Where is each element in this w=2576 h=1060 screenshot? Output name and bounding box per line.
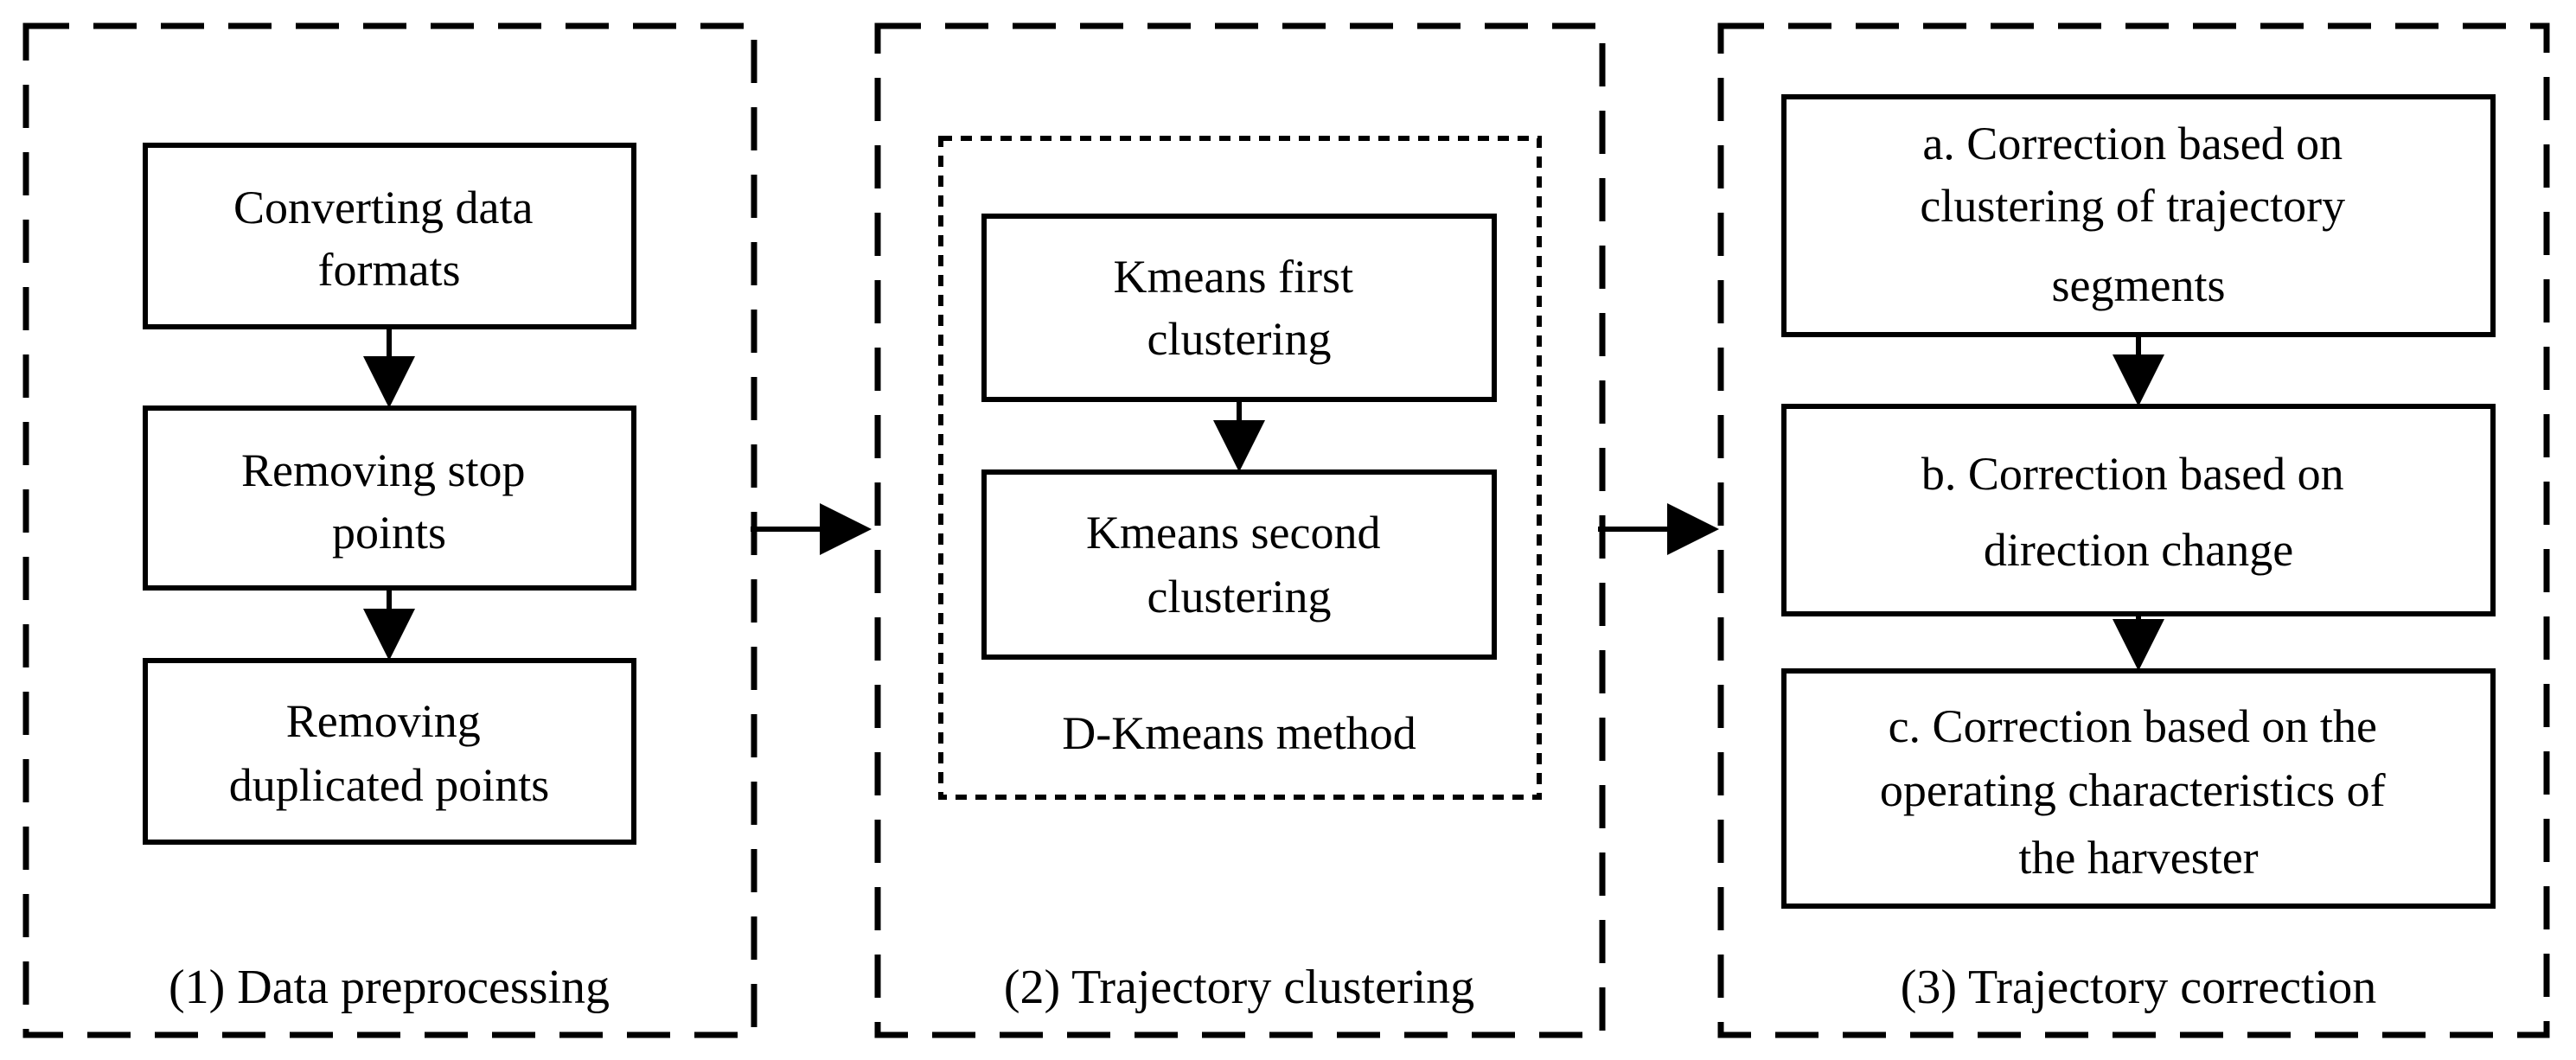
step-removing-duplicated-points: [143, 658, 636, 845]
step-text: Kmeans first clustering: [1114, 251, 1365, 365]
step-correction-clustering: [1781, 94, 2496, 337]
panel-caption: (3) Trajectory correction: [1901, 961, 2376, 1014]
step-converting-data-formats: [143, 143, 636, 329]
step-text: a. Correction based on clustering of tra…: [1920, 118, 2356, 311]
step-correction-direction-change: [1781, 404, 2496, 616]
d-kmeans-method-group: [938, 136, 1542, 800]
step-text: c. Correction based on the operating cha…: [1880, 700, 2397, 884]
step-text: Converting data formats: [233, 182, 545, 296]
step-text: b. Correction based on direction change: [1921, 448, 2355, 576]
step-correction-operating-characteristics: [1781, 668, 2496, 909]
step-text: Kmeans second clustering: [1086, 507, 1392, 623]
step-kmeans-first-clustering: [981, 214, 1497, 402]
panel-trajectory-correction: [1717, 22, 2550, 1038]
step-removing-stop-points: [143, 405, 636, 591]
step-text: Removing stop points: [241, 444, 537, 559]
panel-caption: (2) Trajectory clustering: [1004, 961, 1474, 1014]
d-kmeans-method-label: D-Kmeans method: [1062, 707, 1416, 759]
panel-caption: (1) Data preprocessing: [169, 961, 610, 1014]
step-text: Removing duplicated points: [229, 695, 549, 811]
step-kmeans-second-clustering: [981, 469, 1497, 660]
